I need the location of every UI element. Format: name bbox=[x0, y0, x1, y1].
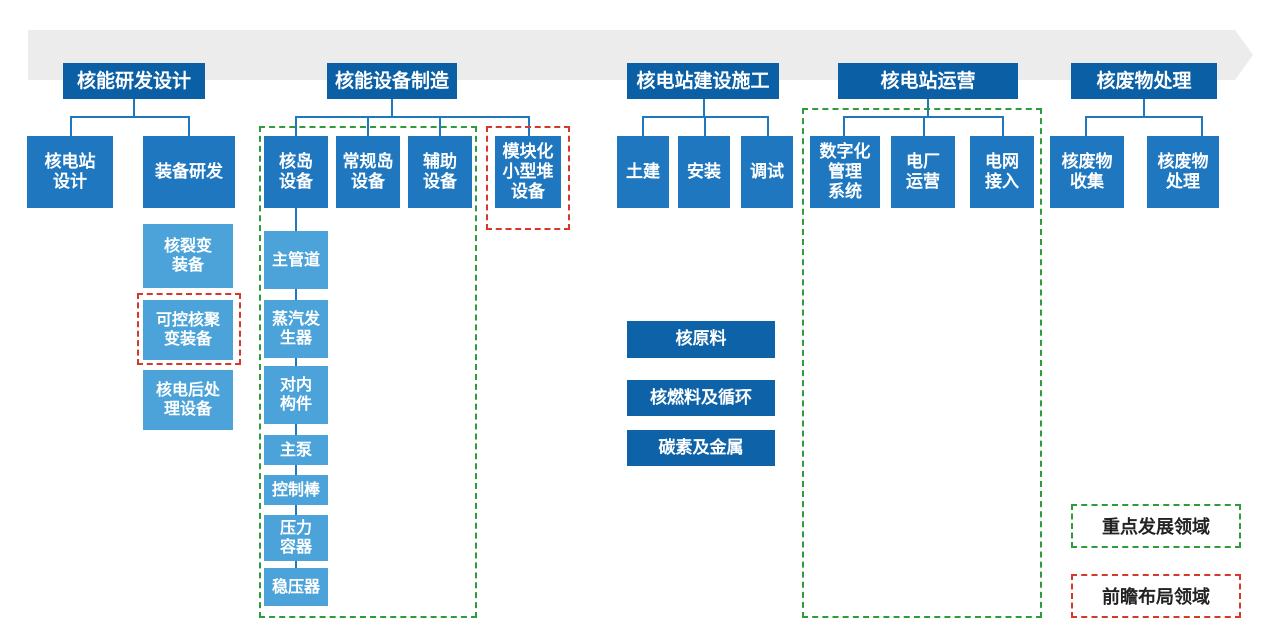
phase-equipment-manufacturing: 核能设备制造 bbox=[327, 63, 457, 99]
node-auxiliary-equipment: 辅助 设备 bbox=[408, 136, 472, 208]
connector-line bbox=[1002, 116, 1004, 136]
legend-key-area-label: 重点发展领域 bbox=[1102, 517, 1210, 538]
phase-plant-operation: 核电站运营 bbox=[838, 63, 1018, 99]
node-internal-components: 对内 构件 bbox=[264, 366, 328, 424]
node-grid-connection: 电网 接入 bbox=[970, 136, 1034, 208]
node-modular-small-reactor-equipment: 模块化 小型堆 设备 bbox=[495, 136, 561, 208]
connector-line bbox=[1201, 116, 1203, 136]
connector-line bbox=[70, 116, 190, 118]
phase-waste-treatment: 核废物处理 bbox=[1071, 63, 1217, 99]
node-post-processing-equipment: 核电后处 理设备 bbox=[143, 370, 233, 430]
node-equipment-rd: 装备研发 bbox=[143, 136, 235, 208]
connector-line bbox=[1143, 99, 1145, 117]
node-fission-equipment: 核裂变 装备 bbox=[143, 224, 233, 288]
node-steam-generator: 蒸汽发 生器 bbox=[264, 300, 328, 358]
node-nuclear-island-equipment: 核岛 设备 bbox=[264, 136, 328, 208]
connector-line bbox=[923, 116, 925, 136]
node-fuel-cycle: 核燃料及循环 bbox=[627, 380, 775, 416]
key-area-outline-manufacturing bbox=[259, 126, 477, 618]
legend-frontier-area-swatch bbox=[1071, 574, 1241, 618]
connector-line bbox=[703, 99, 705, 117]
node-plant-design: 核电站 设计 bbox=[27, 136, 113, 208]
phase-plant-construction: 核电站建设施工 bbox=[627, 63, 779, 99]
frontier-area-outline-fusion bbox=[137, 293, 241, 365]
connector-line bbox=[704, 116, 706, 136]
node-waste-treatment: 核废物 处理 bbox=[1147, 136, 1219, 208]
connector-line bbox=[295, 116, 530, 118]
node-control-rod: 控制棒 bbox=[264, 475, 328, 505]
node-waste-collection: 核废物 收集 bbox=[1050, 136, 1124, 208]
connector-line bbox=[133, 99, 135, 117]
node-civil-works: 土建 bbox=[617, 136, 669, 208]
connector-line bbox=[188, 116, 190, 136]
node-main-pipeline: 主管道 bbox=[264, 231, 328, 289]
phase-rd-design: 核能研发设计 bbox=[63, 63, 205, 99]
connector-line bbox=[1085, 116, 1203, 118]
node-installation: 安装 bbox=[678, 136, 730, 208]
node-pressurizer: 稳压器 bbox=[264, 568, 328, 606]
node-pressure-vessel: 压力 容器 bbox=[264, 515, 328, 561]
node-main-pump: 主泵 bbox=[264, 435, 328, 465]
node-conventional-island-equipment: 常规岛 设备 bbox=[336, 136, 400, 208]
connector-line bbox=[767, 116, 769, 136]
key-area-outline-operation bbox=[802, 108, 1042, 618]
node-carbon-metal: 碳素及金属 bbox=[627, 430, 775, 466]
node-digital-management-system: 数字化 管理 系统 bbox=[810, 136, 880, 208]
node-raw-material: 核原料 bbox=[627, 321, 775, 358]
node-commissioning: 调试 bbox=[741, 136, 793, 208]
legend-key-area-swatch bbox=[1071, 504, 1241, 548]
node-plant-operation: 电厂 运营 bbox=[891, 136, 955, 208]
connector-line bbox=[642, 116, 644, 136]
frontier-area-outline-modular bbox=[486, 126, 570, 230]
connector-line bbox=[1085, 116, 1087, 136]
node-fusion-equipment: 可控核聚 变装备 bbox=[143, 300, 233, 360]
connector-line bbox=[391, 99, 393, 117]
connector-line bbox=[70, 116, 72, 136]
legend-frontier-area-label: 前瞻布局领域 bbox=[1102, 587, 1210, 608]
connector-line bbox=[843, 116, 845, 136]
